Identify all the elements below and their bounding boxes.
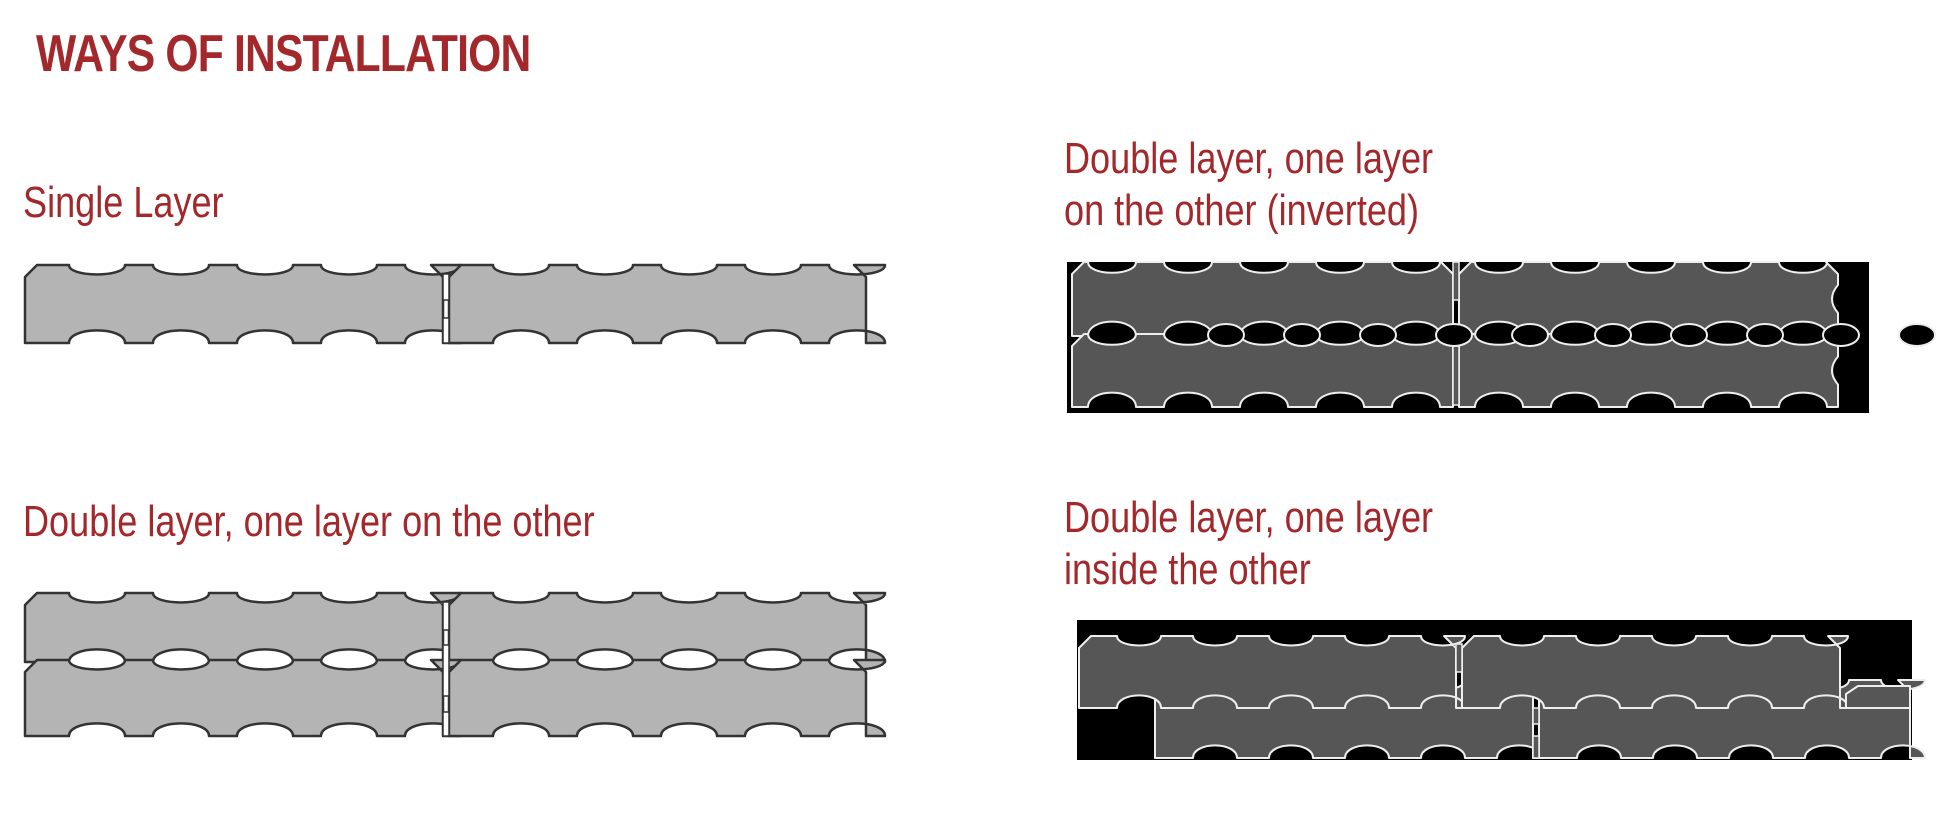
- double-layer-inverted-diagram: [1067, 261, 1936, 413]
- joint-slot: [442, 317, 450, 344]
- caption-double-layer-on-other: Double layer, one layer on the other: [23, 497, 595, 546]
- joint-slot: [1455, 643, 1463, 673]
- lower-layer-right: [447, 658, 887, 738]
- joint-slot: [1452, 261, 1460, 301]
- caption-double-layer-inside: Double layer, one layer inside the other: [1064, 492, 1433, 596]
- joint-slot: [442, 601, 450, 631]
- interlock-gap: [1898, 323, 1936, 347]
- lower-layer-left: [23, 658, 463, 738]
- joint-slot: [1532, 735, 1540, 759]
- next-segment-stub: [1845, 685, 1911, 709]
- upper-layer-right: [1461, 635, 1849, 709]
- caption-line-2: inside the other: [1064, 545, 1311, 594]
- joint-slot: [442, 644, 450, 697]
- caption-single-layer: Single Layer: [23, 178, 224, 227]
- joint-slot: [442, 711, 450, 737]
- joint-slot: [442, 273, 450, 301]
- interlock-gap: [1594, 323, 1632, 347]
- panel-segment-left: [23, 263, 463, 345]
- interlock-gap: [1359, 323, 1397, 347]
- interlock-gap: [1670, 323, 1708, 347]
- double-layer-inside-diagram: [1077, 620, 1926, 760]
- upper-layer-left: [1078, 635, 1466, 709]
- interlock-gap: [1435, 323, 1473, 347]
- interlock-gap: [1746, 323, 1784, 347]
- caption-double-layer-inverted: Double layer, one layer on the other (in…: [1064, 133, 1433, 237]
- upper-layer-left: [23, 591, 463, 664]
- single-layer-diagram: [23, 263, 887, 345]
- joint-slot: [1532, 707, 1540, 725]
- upper-layer-right: [447, 591, 887, 664]
- interlock-gap: [1822, 323, 1860, 347]
- lower-layer-left: [1071, 333, 1454, 408]
- caption-line-2: on the other (inverted): [1064, 186, 1419, 235]
- caption-line-1: Double layer, one layer: [1064, 134, 1434, 183]
- joint-slot: [1452, 345, 1460, 406]
- interlock-gap: [1207, 323, 1245, 347]
- double-layer-on-other-diagram: [23, 591, 887, 738]
- caption-line-1: Double layer, one layer: [1064, 493, 1434, 542]
- page-title: WAYS OF INSTALLATION: [36, 25, 531, 83]
- panel-segment-right: [447, 263, 887, 345]
- interlock-gap: [1511, 323, 1549, 347]
- interlock-gap: [1283, 323, 1321, 347]
